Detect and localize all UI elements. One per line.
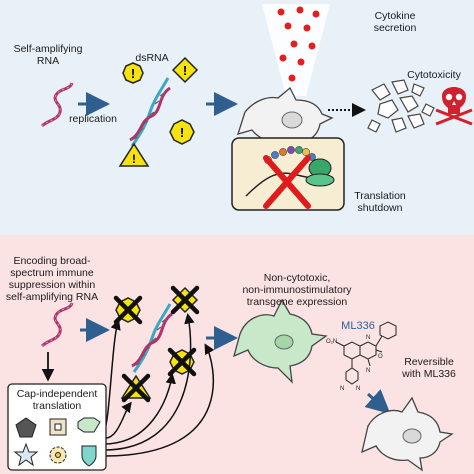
label-translation-l2: shutdown bbox=[357, 202, 403, 214]
hexagon-icon bbox=[77, 417, 101, 433]
cell-green bbox=[233, 298, 328, 384]
label-noncytotoxic-l1: Non-cytotoxic, bbox=[263, 272, 331, 284]
label-self-amplifying-rna-l2: RNA bbox=[36, 55, 60, 67]
ml336-structure bbox=[335, 321, 397, 385]
label-encoding-l1: Encoding broad- bbox=[13, 255, 91, 267]
label-cytokine-l1: Cytokine bbox=[374, 10, 416, 22]
blocked-warning-4 bbox=[120, 373, 152, 403]
svg-text:N: N bbox=[366, 335, 370, 341]
star-icon bbox=[13, 442, 39, 467]
translation-contents bbox=[245, 146, 335, 209]
label-cap-independent: Cap-independent translation bbox=[8, 388, 106, 412]
skull-icon bbox=[435, 87, 473, 126]
warning-diamond-1: ! bbox=[171, 56, 199, 84]
square-icon bbox=[49, 418, 67, 436]
warning-triangle-1: ! bbox=[118, 142, 150, 167]
blocked-warning-2 bbox=[170, 285, 200, 315]
ssrna-bottom bbox=[40, 302, 74, 348]
label-cytotoxicity: Cytotoxicity bbox=[407, 69, 461, 81]
cap-box-icons bbox=[13, 417, 101, 467]
label-noncytotoxic: Non-cytotoxic, non-immunostimulatory tra… bbox=[232, 272, 362, 308]
warning-octagon-1: ! bbox=[122, 62, 144, 84]
label-cytokine-l2: secretion bbox=[373, 22, 417, 34]
label-encoding-l2: spectrum immune bbox=[10, 267, 94, 279]
red-x-icon bbox=[263, 155, 311, 209]
label-replication: replication bbox=[69, 113, 117, 125]
gear-icon bbox=[49, 446, 67, 464]
label-reversible-l2: with ML336 bbox=[402, 368, 456, 380]
label-self-amplifying-rna-l1: Self-amplifying bbox=[13, 43, 83, 55]
label-reversible: Reversible with ML336 bbox=[388, 356, 470, 380]
label-ml336: ML336 bbox=[341, 320, 375, 332]
label-translation-shutdown: Translation shutdown bbox=[340, 190, 420, 214]
cell-reversed bbox=[361, 396, 454, 472]
label-reversible-l1: Reversible bbox=[404, 356, 454, 368]
svg-text:!: ! bbox=[132, 152, 136, 166]
svg-text:O₂N: O₂N bbox=[326, 339, 337, 345]
blocked-warning-1 bbox=[113, 295, 143, 325]
dsrna-bottom bbox=[131, 303, 173, 373]
cytokine-cone bbox=[262, 4, 330, 96]
arrow-reversible bbox=[364, 389, 391, 414]
svg-text:!: ! bbox=[131, 66, 135, 81]
svg-text:O: O bbox=[378, 354, 383, 360]
label-noncytotoxic-l2: non-immunostimulatory bbox=[242, 284, 352, 296]
svg-text:N: N bbox=[366, 368, 370, 374]
label-dsrna: dsRNA bbox=[135, 52, 169, 64]
label-noncytotoxic-l3: transgene expression bbox=[246, 296, 348, 308]
svg-text:!: ! bbox=[180, 125, 184, 140]
ssrna-top bbox=[40, 82, 74, 128]
dsrna-top bbox=[129, 77, 171, 147]
label-cytokine-secretion: Cytokine secretion bbox=[350, 10, 440, 34]
svg-text:!: ! bbox=[183, 63, 187, 78]
shield-icon bbox=[81, 445, 97, 467]
label-encoding: Encoding broad- spectrum immune suppress… bbox=[0, 255, 104, 303]
label-translation-l1: Translation bbox=[354, 190, 406, 202]
label-encoding-l4: self-amplifying RNA bbox=[5, 291, 99, 303]
label-cap-l2: translation bbox=[32, 400, 82, 412]
ribosome-icon bbox=[305, 158, 335, 187]
label-cap-l1: Cap-independent bbox=[16, 388, 98, 400]
pentagon-icon bbox=[15, 417, 37, 438]
warning-octagon-2: ! bbox=[169, 119, 195, 145]
svg-text:N: N bbox=[356, 386, 360, 392]
svg-text:N: N bbox=[340, 386, 344, 392]
cytokine-dots bbox=[277, 6, 320, 82]
cell-fragments bbox=[367, 79, 435, 133]
ml336-atoms: O₂N N O N N N bbox=[326, 335, 383, 392]
label-encoding-l3: suppression within bbox=[8, 279, 96, 291]
label-self-amplifying-rna: Self-amplifying RNA bbox=[2, 43, 94, 67]
